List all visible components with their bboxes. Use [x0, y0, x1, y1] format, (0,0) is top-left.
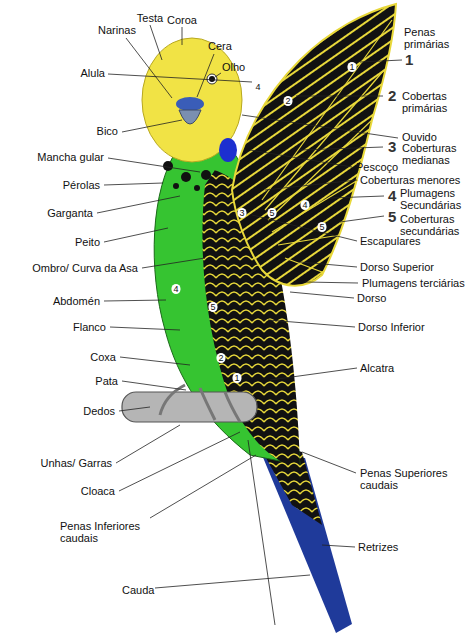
- part-label: Penas Superiores caudais: [360, 467, 450, 491]
- part-label: Penas Inferiores caudais: [60, 520, 155, 544]
- part-label: Plumagens terciárias: [362, 277, 465, 289]
- callout-number: 2: [216, 353, 225, 363]
- part-label: Coxa: [90, 351, 116, 363]
- part-label: Coberturas medianas: [402, 142, 472, 166]
- callout-number: 1: [347, 62, 356, 72]
- part-label: Flanco: [73, 321, 106, 333]
- part-label: Ouvido: [402, 131, 437, 143]
- part-label: Alcatra: [360, 362, 394, 374]
- part-label: Pescoço: [356, 161, 398, 173]
- callout-number: 5: [317, 222, 326, 232]
- feet: [160, 385, 240, 422]
- callout-number: 1: [405, 52, 413, 68]
- part-label: Narinas: [98, 24, 136, 36]
- pupil: [209, 76, 215, 82]
- throat-spots: [163, 161, 211, 191]
- part-label: Coroa: [167, 14, 197, 26]
- leader-lines: [97, 25, 402, 625]
- part-label: Dedos: [83, 405, 115, 417]
- part-label: Cera: [208, 40, 232, 52]
- wing-feathers: [262, 20, 392, 272]
- part-label: Plumagens Secundárias: [400, 187, 472, 211]
- part-label: Ombro/ Curva da Asa: [32, 262, 138, 274]
- cere: [176, 97, 204, 111]
- eye: [207, 74, 217, 84]
- callout-number: 3: [237, 208, 246, 218]
- perch: [122, 392, 257, 422]
- part-label: Dorso Inferior: [358, 321, 425, 333]
- callout-number: 5: [208, 302, 217, 312]
- part-label: Mancha gular: [37, 151, 104, 163]
- part-label: Cauda: [122, 584, 154, 596]
- part-label: Peito: [75, 236, 100, 248]
- cheek-patch: [219, 138, 237, 162]
- part-label: Cloaca: [81, 485, 115, 497]
- callout-number: 5: [267, 208, 276, 218]
- part-label: Alula: [81, 67, 105, 79]
- callout-number: 4: [300, 200, 309, 210]
- beak: [179, 110, 201, 124]
- part-label: Unhas/ Garras: [40, 457, 112, 469]
- part-label: Coberturas secundárias: [400, 213, 472, 237]
- part-label: Escapulares: [360, 235, 421, 247]
- part-label: Dorso Superior: [360, 261, 434, 273]
- callout-number: 2: [283, 96, 292, 106]
- callout-number: 2: [388, 88, 396, 104]
- part-label: Testa: [137, 12, 163, 24]
- part-label: Retrizes: [358, 541, 398, 553]
- callout-number: 4: [253, 82, 262, 92]
- callout-number: 4: [388, 188, 396, 204]
- part-label: Coberturas menores: [360, 174, 460, 186]
- part-label: Bico: [97, 125, 118, 137]
- callout-number: 3: [388, 139, 396, 155]
- part-label: Olho: [222, 61, 245, 73]
- part-label: Garganta: [47, 207, 93, 219]
- part-label: Cobertas primárias: [402, 90, 472, 114]
- callout-number: 5: [388, 209, 396, 225]
- callout-number: 4: [171, 284, 180, 294]
- part-label: Abdomén: [53, 295, 100, 307]
- part-label: Pata: [95, 375, 118, 387]
- head: [142, 38, 242, 162]
- part-label: Pérolas: [63, 179, 100, 191]
- part-label: Penas primárias: [404, 26, 466, 50]
- part-label: Dorso: [357, 292, 386, 304]
- callout-number: 1: [232, 373, 241, 383]
